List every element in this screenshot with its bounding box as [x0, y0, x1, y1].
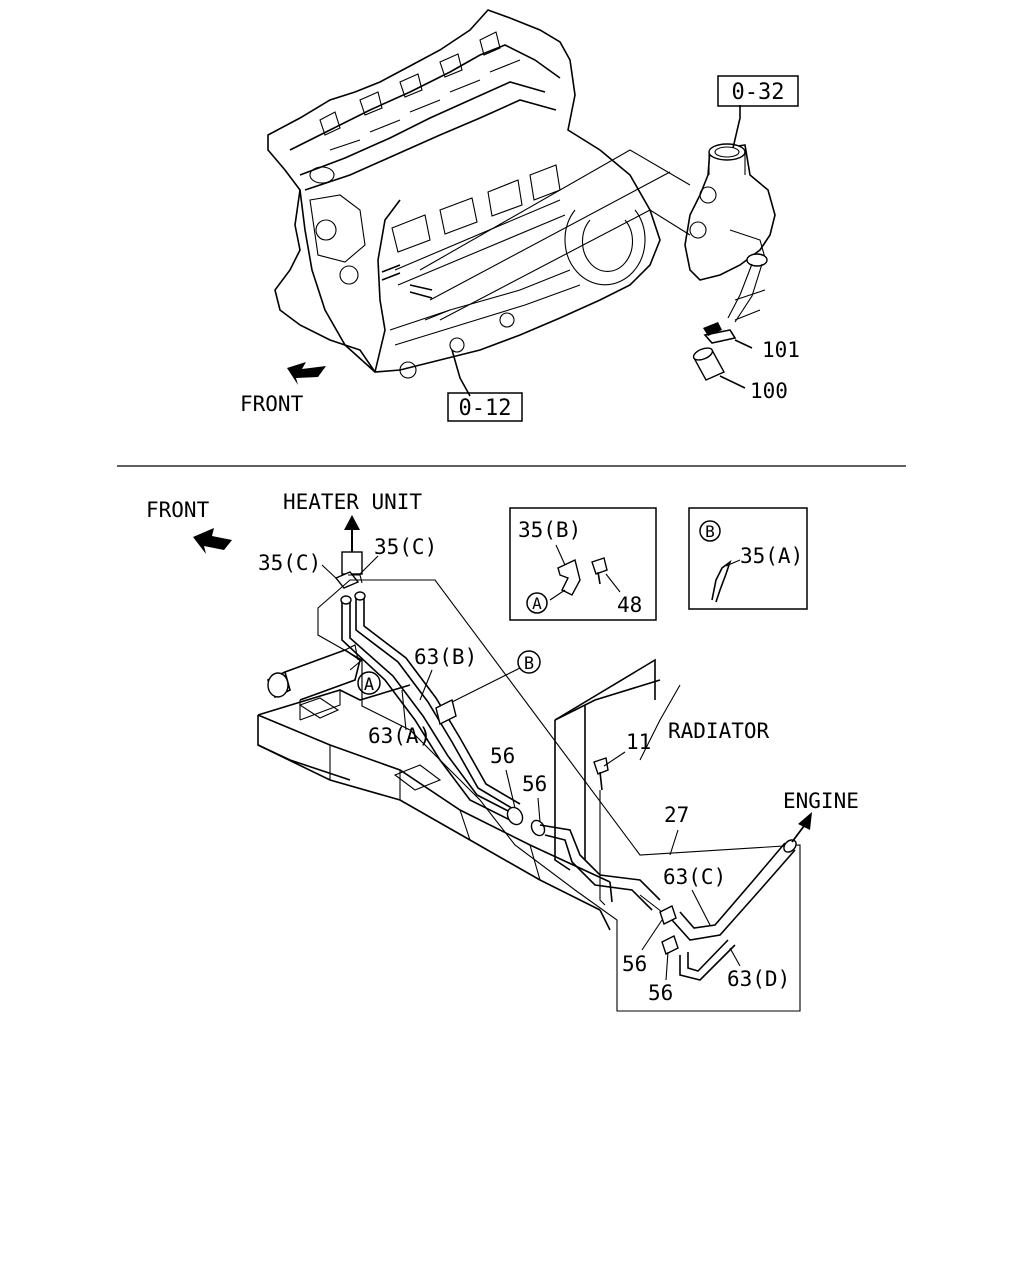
ref-label-0-12: 0-12 [459, 396, 512, 421]
callout-11: 11 [626, 730, 651, 754]
circle-marker-a: A [357, 671, 381, 695]
ref-box-0-32: 0-32 [717, 75, 799, 107]
callout-63b: 63(B) [414, 645, 477, 669]
radiator-leader [639, 684, 681, 761]
callout-56-b: 56 [522, 772, 547, 796]
frame-bracket-outline [349, 658, 363, 706]
hose-63c-drawing [671, 839, 797, 941]
clip-101-drawing [703, 322, 753, 349]
callout-63d: 63(D) [727, 967, 790, 991]
radiator-drawing [554, 658, 661, 871]
inset-35b-part: 35(B) [518, 518, 581, 542]
ref-label-0-32: 0-32 [732, 80, 785, 105]
hose-connector-drawing [539, 824, 661, 911]
engine-label: ENGINE [783, 789, 859, 813]
leader-0-32 [732, 105, 741, 149]
heater-unit-label: HEATER UNIT [283, 490, 422, 514]
front-label-upper: FRONT [240, 392, 304, 416]
callout-35c-right: 35(C) [374, 535, 437, 559]
hose-63d-drawing [679, 939, 736, 981]
callout-56-d: 56 [648, 981, 673, 1005]
inset-35b-circle [526, 592, 548, 614]
front-label-lower: FRONT [146, 498, 210, 522]
heater-up-arrow-icon [341, 515, 363, 575]
front-arrow-lower-icon [193, 528, 232, 554]
pipe-bracket-drawing [435, 667, 521, 726]
callout-56-a: 56 [490, 744, 515, 768]
svg-text:A: A [532, 594, 542, 613]
callout-63c: 63(C) [663, 865, 726, 889]
circle-marker-b: B [517, 650, 541, 674]
inset-35a-circle [699, 520, 721, 542]
callout-56-c: 56 [622, 952, 647, 976]
callout-35c-left: 35(C) [258, 551, 321, 575]
svg-text:A: A [364, 675, 374, 695]
bolt-11-drawing [593, 751, 626, 906]
callout-63a: 63(A) [368, 724, 431, 748]
front-arrow-icon [287, 362, 326, 385]
heater-pipe-63b-drawing [354, 591, 521, 811]
hose-clamp-56-drawing [506, 806, 546, 837]
leader-0-12 [451, 349, 471, 397]
chassis-frame-drawing [257, 644, 613, 931]
inset-35b-bolt: 48 [617, 593, 642, 617]
callout-outline-27 [317, 579, 801, 1012]
inset-35a: B 35(A) [688, 507, 808, 610]
svg-text:B: B [705, 522, 715, 541]
svg-text:B: B [524, 654, 534, 674]
inset-35a-part: 35(A) [740, 544, 803, 568]
thermostat-housing-drawing [684, 143, 776, 323]
ref-box-0-12: 0-12 [447, 392, 523, 422]
callout-101: 101 [762, 338, 800, 362]
engine-arrow-icon [791, 812, 812, 843]
engine-block-drawing [267, 9, 691, 379]
radiator-label: RADIATOR [668, 719, 770, 743]
callout-100: 100 [750, 379, 788, 403]
hose-100-drawing [692, 347, 746, 389]
inset-35b: 35(B) 48 A [509, 507, 657, 621]
hose-clamp-56-lower-drawing [639, 894, 679, 955]
callout-27: 27 [664, 803, 689, 827]
heater-pipe-63a-drawing [340, 595, 515, 821]
